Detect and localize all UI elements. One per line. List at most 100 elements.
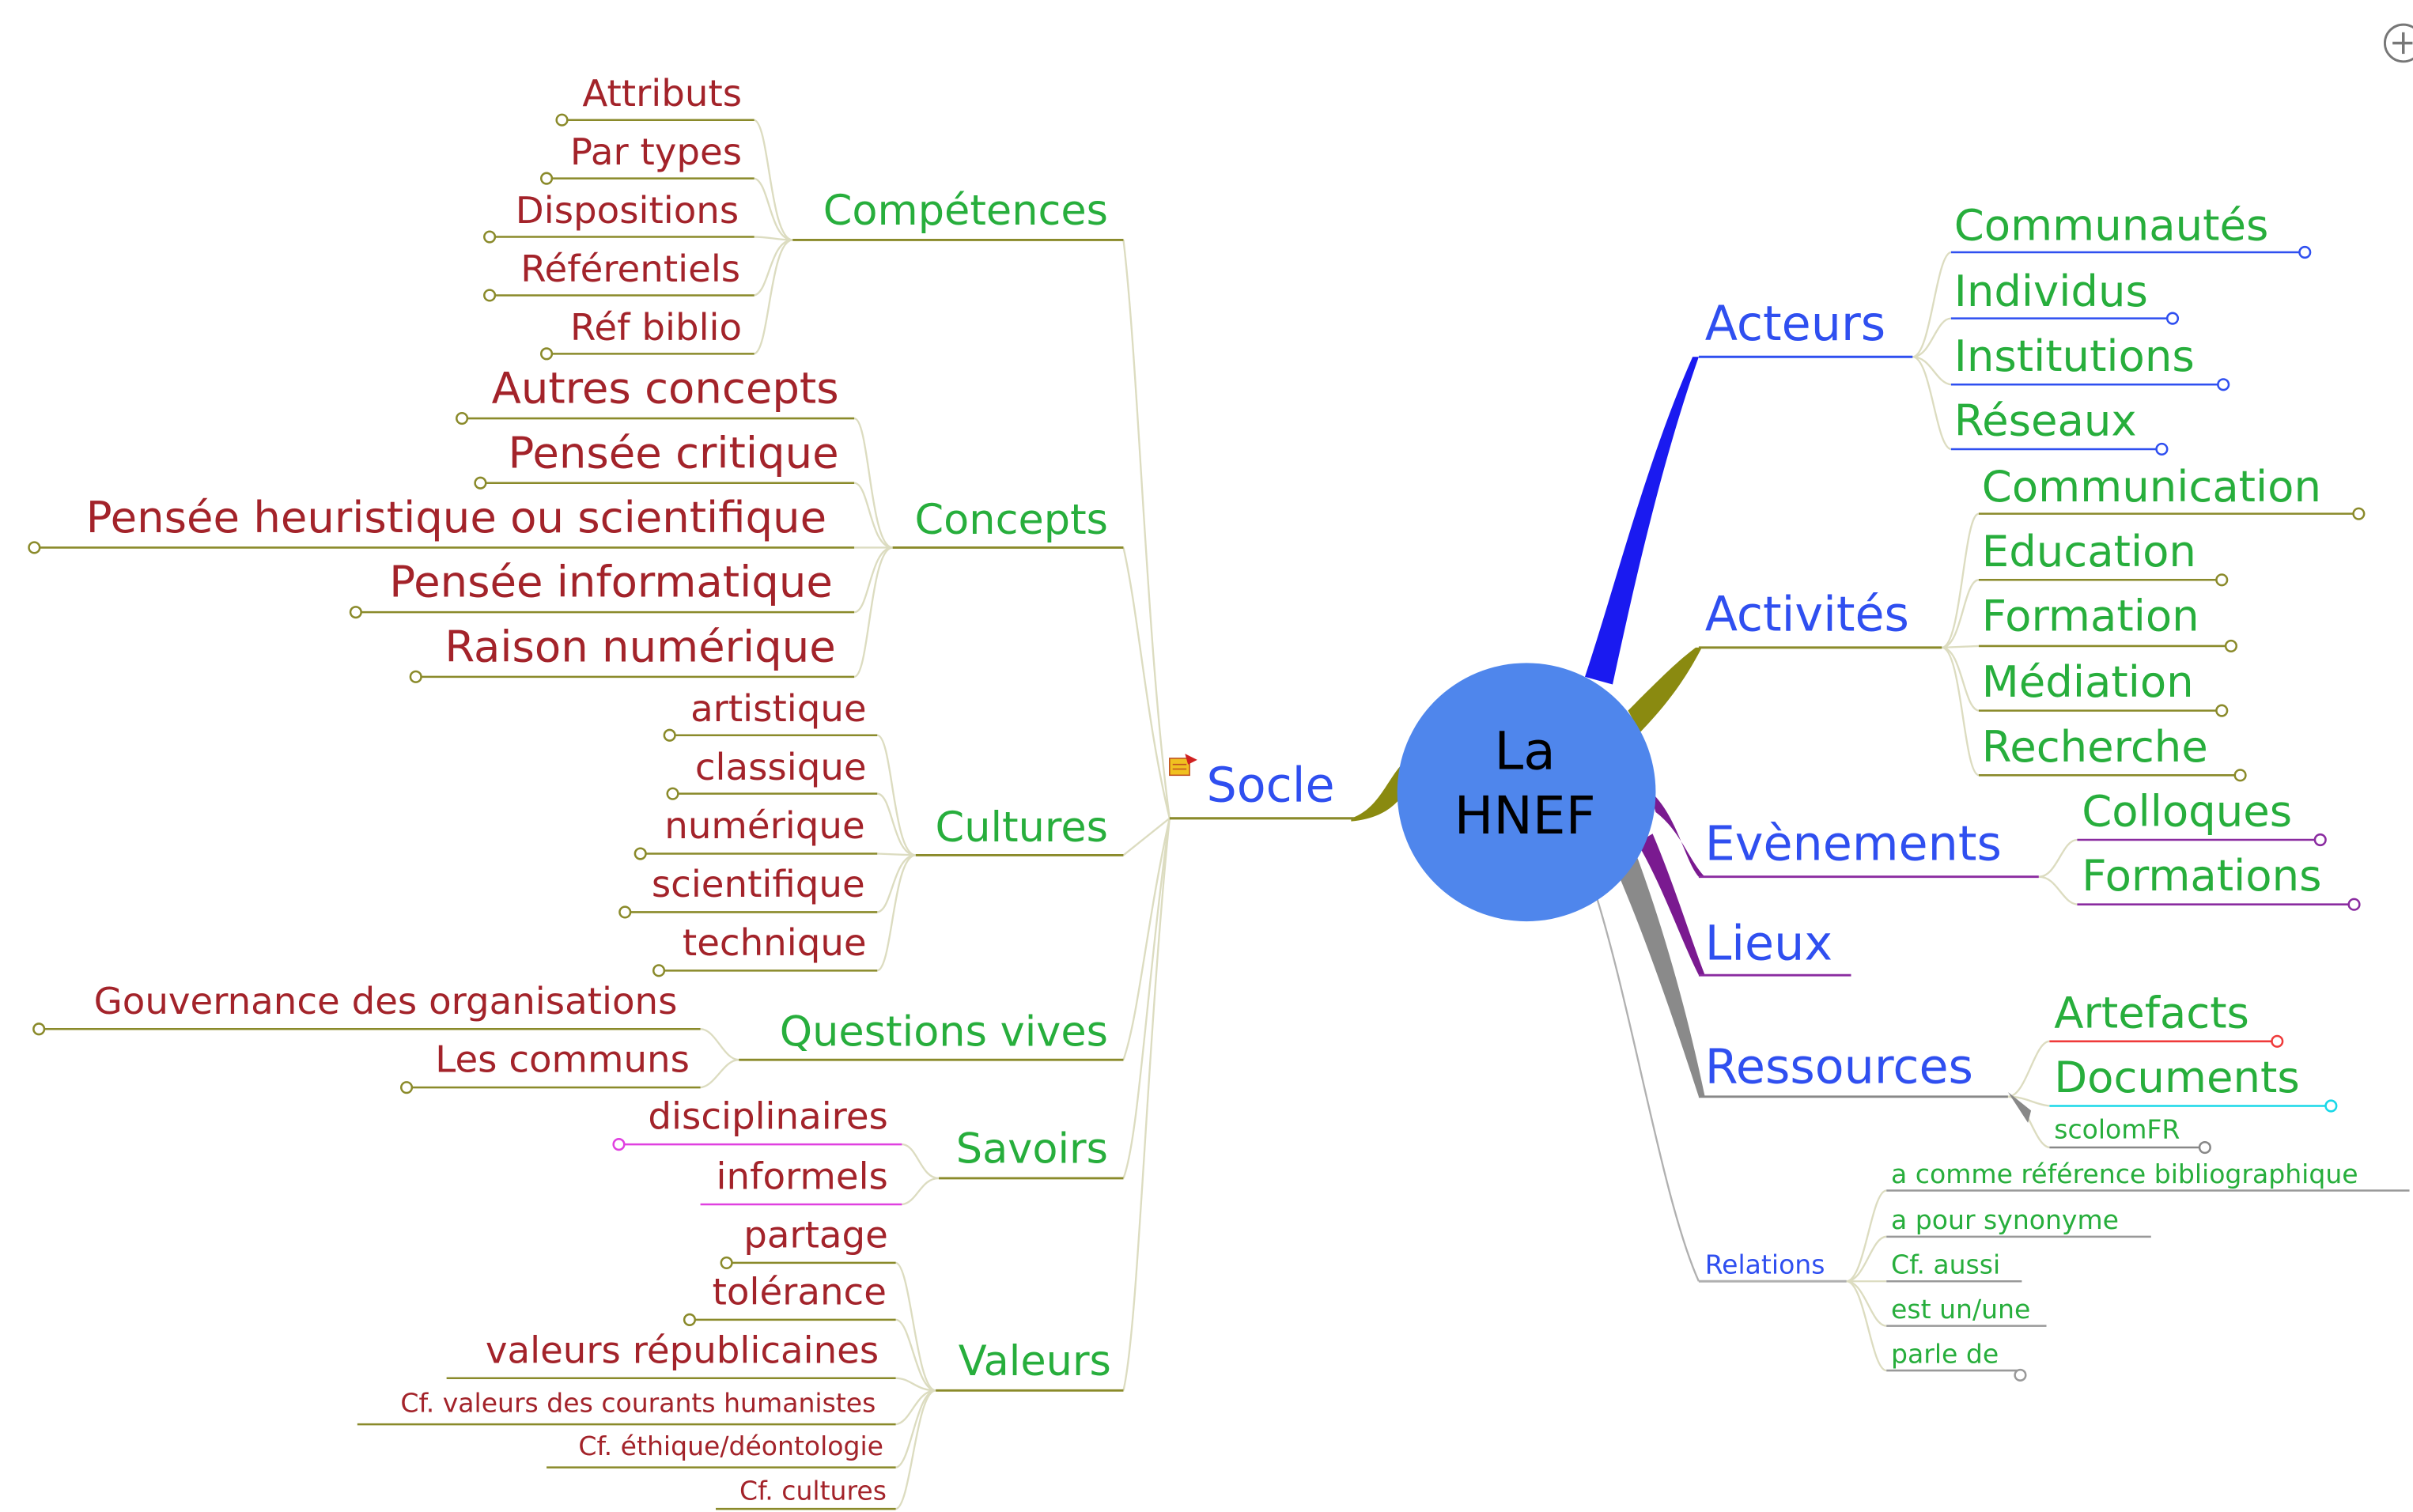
fold-circle[interactable]	[683, 1313, 697, 1326]
leaf-pensee-informatique[interactable]: Pensée informatique	[389, 557, 833, 607]
node-acteurs[interactable]: Acteurs	[1705, 297, 1885, 352]
leaf-colloques[interactable]: Colloques	[2082, 786, 2292, 837]
fold-circle[interactable]	[634, 847, 647, 860]
fold-circle[interactable]	[539, 347, 554, 361]
fold-circle[interactable]	[2224, 639, 2237, 652]
fold-circle[interactable]	[2271, 1034, 2284, 1048]
fold-circle[interactable]	[652, 964, 666, 977]
zoom-in-icon[interactable]	[2383, 23, 2413, 63]
leaf-les-communs[interactable]: Les communs	[435, 1039, 690, 1082]
fold-circle[interactable]	[483, 289, 497, 302]
leaf-informels[interactable]: informels	[716, 1156, 887, 1199]
connector	[853, 546, 894, 678]
node-activites[interactable]: Activités	[1705, 587, 1909, 642]
leaf-scientifique[interactable]: scientifique	[652, 864, 865, 906]
fold-circle[interactable]	[399, 1081, 414, 1094]
fold-circle[interactable]	[2347, 898, 2361, 911]
leaf-cf-ethique[interactable]: Cf. éthique/déontologie	[578, 1431, 883, 1461]
fold-circle[interactable]	[474, 476, 487, 490]
fold-circle[interactable]	[612, 1138, 626, 1151]
fold-circle[interactable]	[409, 670, 422, 683]
node-concepts[interactable]: Concepts	[915, 496, 1108, 544]
leaf-pensee-critique[interactable]: Pensée critique	[509, 427, 839, 478]
center-node[interactable]	[1397, 663, 1656, 922]
node-evenements[interactable]: Evènements	[1705, 816, 2002, 871]
fold-circle[interactable]	[2217, 378, 2230, 391]
leaf-reference-biblio[interactable]: a comme référence bibliographique	[1891, 1159, 2358, 1189]
leaf-communautes[interactable]: Communautés	[1954, 199, 2269, 250]
leaf-referentiels[interactable]: Référentiels	[520, 248, 740, 291]
node-ressources[interactable]: Ressources	[1705, 1039, 1973, 1094]
fold-circle[interactable]	[720, 1256, 733, 1269]
leaf-valeurs-republicaines[interactable]: valeurs républicaines	[486, 1329, 879, 1372]
leaf-reseaux[interactable]: Réseaux	[1954, 395, 2137, 445]
fold-circle[interactable]	[666, 787, 679, 800]
leaf-classique[interactable]: classique	[695, 747, 867, 789]
fold-circle[interactable]	[349, 606, 362, 619]
fold-circle[interactable]	[555, 113, 569, 127]
fold-circle[interactable]	[618, 905, 632, 919]
fold-circle[interactable]	[2155, 442, 2169, 456]
leaf-artistique[interactable]: artistique	[690, 688, 867, 731]
fold-circle[interactable]	[28, 541, 41, 554]
node-lieux[interactable]: Lieux	[1705, 917, 1832, 972]
fold-circle[interactable]	[32, 1022, 46, 1036]
leaf-par-types[interactable]: Par types	[570, 131, 742, 174]
fold-circle[interactable]	[2298, 245, 2312, 259]
node-relations[interactable]: Relations	[1705, 1249, 1825, 1280]
fold-circle[interactable]	[663, 728, 676, 742]
fold-circle[interactable]	[2233, 769, 2247, 782]
ressources-arrow	[2007, 1091, 2032, 1123]
leaf-cf-cultures[interactable]: Cf. cultures	[739, 1475, 887, 1506]
leaf-mediation[interactable]: Médiation	[1982, 656, 2194, 707]
fold-circle[interactable]	[2215, 704, 2229, 717]
leaf-recherche[interactable]: Recherche	[1982, 721, 2208, 772]
leaf-parle-de[interactable]: parle de	[1891, 1338, 1999, 1369]
leaf-pensee-heuristique[interactable]: Pensée heuristique ou scientifique	[86, 492, 826, 542]
leaf-est-un[interactable]: est un/une	[1891, 1294, 2030, 1325]
connector	[700, 1028, 739, 1061]
leaf-disciplinaires[interactable]: disciplinaires	[648, 1096, 887, 1139]
leaf-institutions[interactable]: Institutions	[1954, 331, 2195, 381]
leaf-cf-valeurs-humanistes[interactable]: Cf. valeurs des courants humanistes	[400, 1388, 876, 1419]
fold-circle[interactable]	[2313, 833, 2327, 847]
leaf-autres-concepts[interactable]: Autres concepts	[492, 363, 839, 414]
leaf-tolerance[interactable]: tolérance	[713, 1271, 887, 1314]
fold-circle[interactable]	[2352, 507, 2366, 520]
leaf-individus[interactable]: Individus	[1954, 266, 2148, 316]
node-questions-vives[interactable]: Questions vives	[780, 1008, 1108, 1057]
leaf-partage[interactable]: partage	[743, 1214, 888, 1257]
leaf-artefacts[interactable]: Artefacts	[2054, 987, 2249, 1038]
leaf-synonyme[interactable]: a pour synonyme	[1891, 1204, 2119, 1235]
connector	[754, 239, 793, 355]
node-cultures[interactable]: Cultures	[936, 803, 1108, 852]
fold-circle[interactable]	[2215, 573, 2229, 587]
fold-circle[interactable]	[539, 172, 554, 185]
leaf-formations[interactable]: Formations	[2082, 850, 2321, 901]
fold-circle[interactable]	[2324, 1099, 2338, 1113]
fold-circle[interactable]	[2014, 1368, 2027, 1382]
node-socle[interactable]: Socle	[1207, 758, 1335, 813]
leaf-documents[interactable]: Documents	[2054, 1052, 2299, 1102]
leaf-scolomfr[interactable]: scolomFR	[2054, 1113, 2180, 1144]
leaf-numerique[interactable]: numérique	[664, 805, 864, 848]
leaf-attributs[interactable]: Attributs	[582, 73, 742, 115]
leaf-dispositions[interactable]: Dispositions	[516, 190, 739, 232]
note-icon[interactable]	[1169, 754, 1197, 777]
fold-circle[interactable]	[2165, 312, 2180, 325]
leaf-gouvernance[interactable]: Gouvernance des organisations	[94, 981, 678, 1023]
node-competences[interactable]: Compétences	[823, 187, 1108, 235]
leaf-communication[interactable]: Communication	[1982, 461, 2321, 512]
leaf-formation[interactable]: Formation	[1982, 590, 2199, 641]
leaf-education[interactable]: Education	[1982, 526, 2196, 576]
fold-circle[interactable]	[483, 230, 497, 244]
node-savoirs[interactable]: Savoirs	[956, 1125, 1108, 1173]
fold-circle[interactable]	[2198, 1140, 2211, 1155]
leaf-raison-numerique[interactable]: Raison numérique	[444, 621, 835, 671]
fold-circle[interactable]	[456, 411, 469, 425]
node-valeurs[interactable]: Valeurs	[959, 1337, 1111, 1385]
leaf-technique[interactable]: technique	[683, 922, 867, 965]
leaf-cf-aussi[interactable]: Cf. aussi	[1891, 1249, 2000, 1280]
connector	[700, 1058, 739, 1089]
leaf-ref-biblio[interactable]: Réf biblio	[570, 307, 742, 350]
